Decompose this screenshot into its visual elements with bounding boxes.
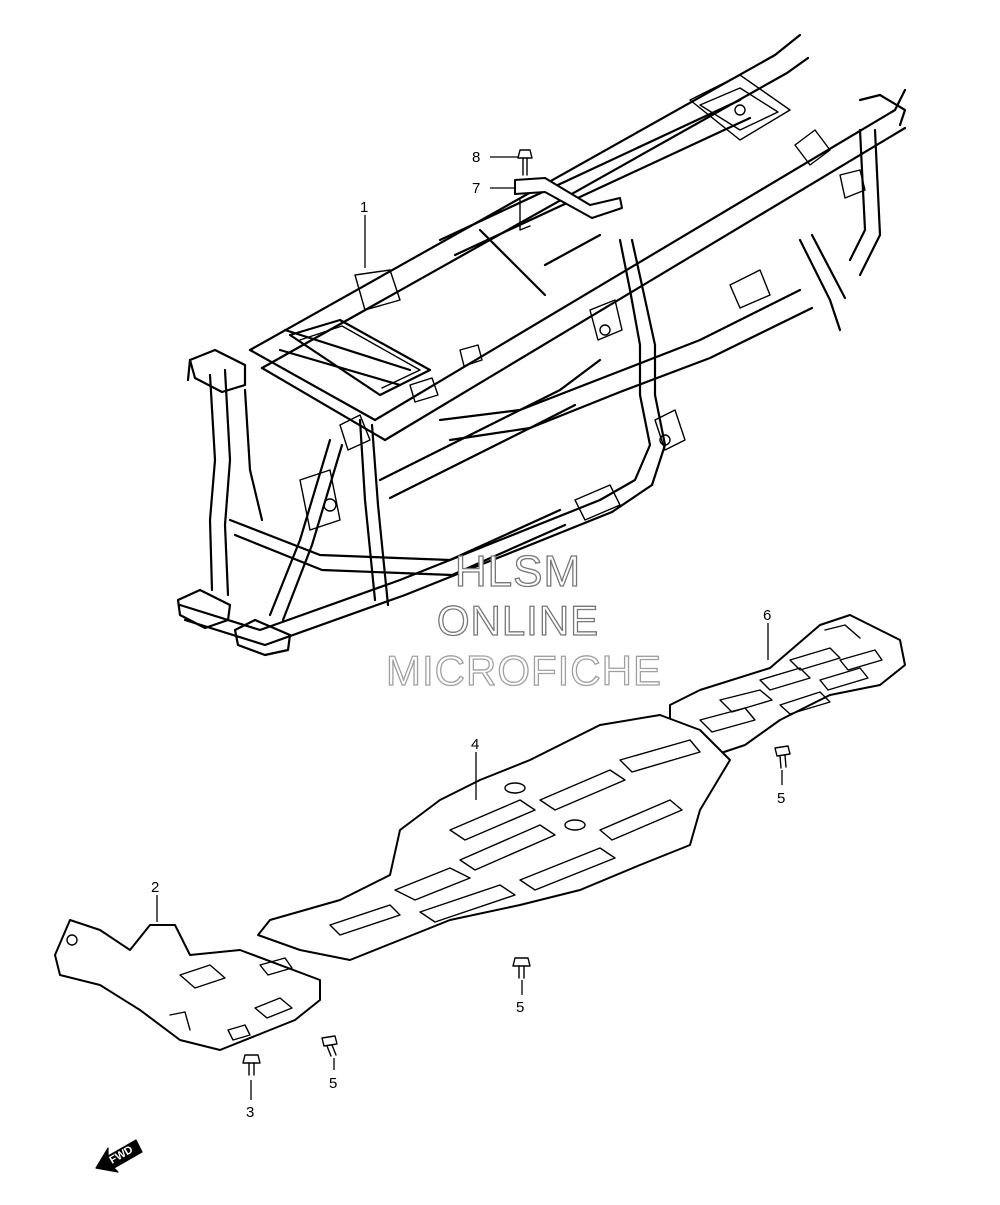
bolt-8 <box>517 149 533 176</box>
callout-5-front: 5 <box>329 1075 337 1092</box>
callout-3: 3 <box>246 1104 254 1121</box>
front-skid-plate <box>54 919 321 1051</box>
callout-7: 7 <box>472 180 480 197</box>
callout-8: 8 <box>472 149 480 166</box>
watermark: HLSM ONLINE MICROFICHE <box>385 546 662 694</box>
callout-2: 2 <box>151 879 159 896</box>
bracket-7 <box>514 177 623 231</box>
watermark-line-3: MICROFICHE <box>386 647 662 694</box>
callout-5-center: 5 <box>516 999 524 1016</box>
callout-5-rear: 5 <box>777 790 785 807</box>
center-skid-plate <box>257 714 731 961</box>
bolt-5-center <box>512 957 531 979</box>
callout-1: 1 <box>360 199 368 216</box>
callout-leaders <box>156 156 783 1100</box>
watermark-line-1: HLSM <box>455 547 581 596</box>
forward-direction-arrow: FWD <box>95 1139 143 1173</box>
callout-4: 4 <box>471 736 479 753</box>
bolt-3 <box>242 1054 261 1076</box>
frame-assembly <box>176 33 907 657</box>
callout-6: 6 <box>763 607 771 624</box>
bolt-5-rear <box>774 745 791 769</box>
watermark-line-2: ONLINE <box>437 597 599 644</box>
bolt-5-front <box>321 1035 338 1057</box>
